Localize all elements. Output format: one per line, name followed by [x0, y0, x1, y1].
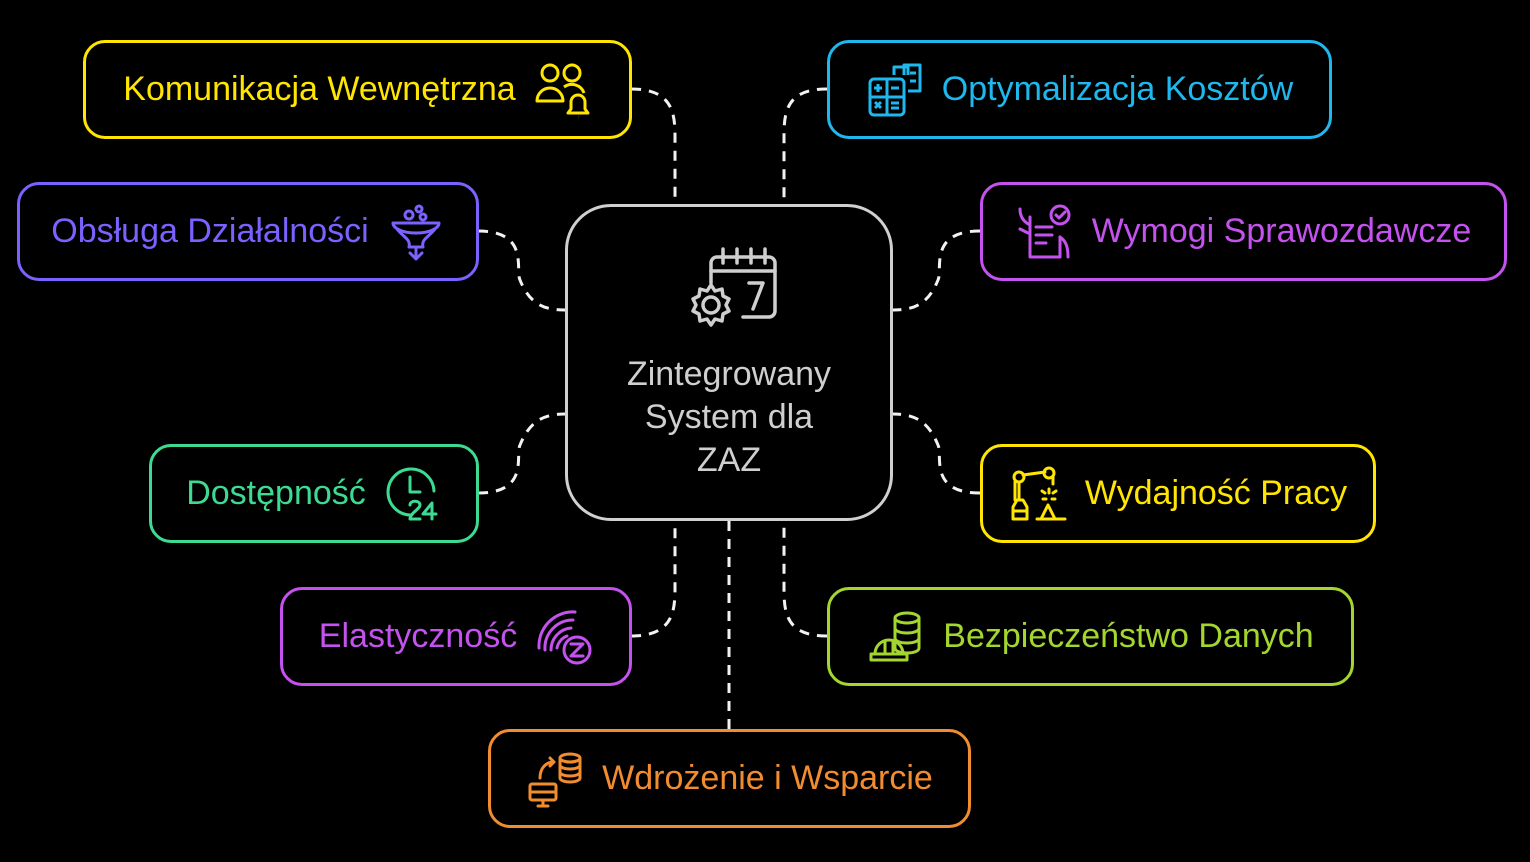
node-label: Bezpieczeństwo Danych: [943, 617, 1314, 655]
connector-komunikacja: [630, 87, 677, 204]
node-obsluga-dzialalnosci: Obsługa Działalności: [17, 182, 479, 281]
clock-24-icon: [386, 467, 438, 520]
node-bezpieczenstwo-danych: Bezpieczeństwo Danych: [827, 587, 1354, 686]
node-optymalizacja-kosztow: Optymalizacja Kosztów: [827, 40, 1332, 139]
node-label: Wymogi Sprawozdawcze: [1091, 212, 1472, 250]
central-title-line-1: Zintegrowany: [626, 355, 832, 393]
users-bell-icon: [535, 63, 590, 119]
node-wdrozenie-i-wsparcie: Wdrożenie i Wsparcie: [488, 729, 971, 828]
node-label: Elastyczność: [318, 617, 518, 655]
central-title-line-3: ZAZ: [696, 441, 762, 479]
node-wydajnosc-pracy: Wydajność Pracy: [980, 444, 1376, 543]
connector-bezpieczenstwo: [782, 521, 828, 638]
central-node: Zintegrowany System dla ZAZ: [565, 204, 893, 521]
calendar-gear-icon: [691, 247, 777, 327]
node-label: Wdrożenie i Wsparcie: [602, 759, 933, 797]
funnel-icon: [391, 204, 441, 260]
wireless-z-icon: [537, 609, 592, 664]
node-label: Wydajność Pracy: [1084, 474, 1348, 512]
node-elastycznosc: Elastyczność: [280, 587, 632, 686]
report-check-icon: [1018, 204, 1071, 258]
computer-database-icon: [528, 752, 582, 807]
connector-elastycznosc: [630, 521, 677, 638]
database-helmet-icon: [869, 611, 921, 661]
connector-wymogi: [892, 229, 981, 312]
connector-wydajnosc: [892, 412, 981, 495]
node-label: Optymalizacja Kosztów: [941, 70, 1294, 108]
node-label: Dostępność: [186, 474, 366, 512]
central-title-line-2: System dla: [644, 398, 814, 436]
calculator-icon: [868, 63, 922, 116]
connector-optymalizacja: [782, 87, 828, 204]
node-dostepnosc: Dostępność: [149, 444, 479, 543]
robot-arm-icon: [1011, 466, 1067, 520]
node-wymogi-sprawozdawcze: Wymogi Sprawozdawcze: [980, 182, 1507, 281]
connector-obsluga: [477, 229, 566, 312]
node-label: Obsługa Działalności: [51, 212, 369, 250]
node-label: Komunikacja Wewnętrzna: [123, 70, 516, 108]
connector-dostepnosc: [477, 412, 566, 495]
node-komunikacja-wewnetrzna: Komunikacja Wewnętrzna: [83, 40, 632, 139]
